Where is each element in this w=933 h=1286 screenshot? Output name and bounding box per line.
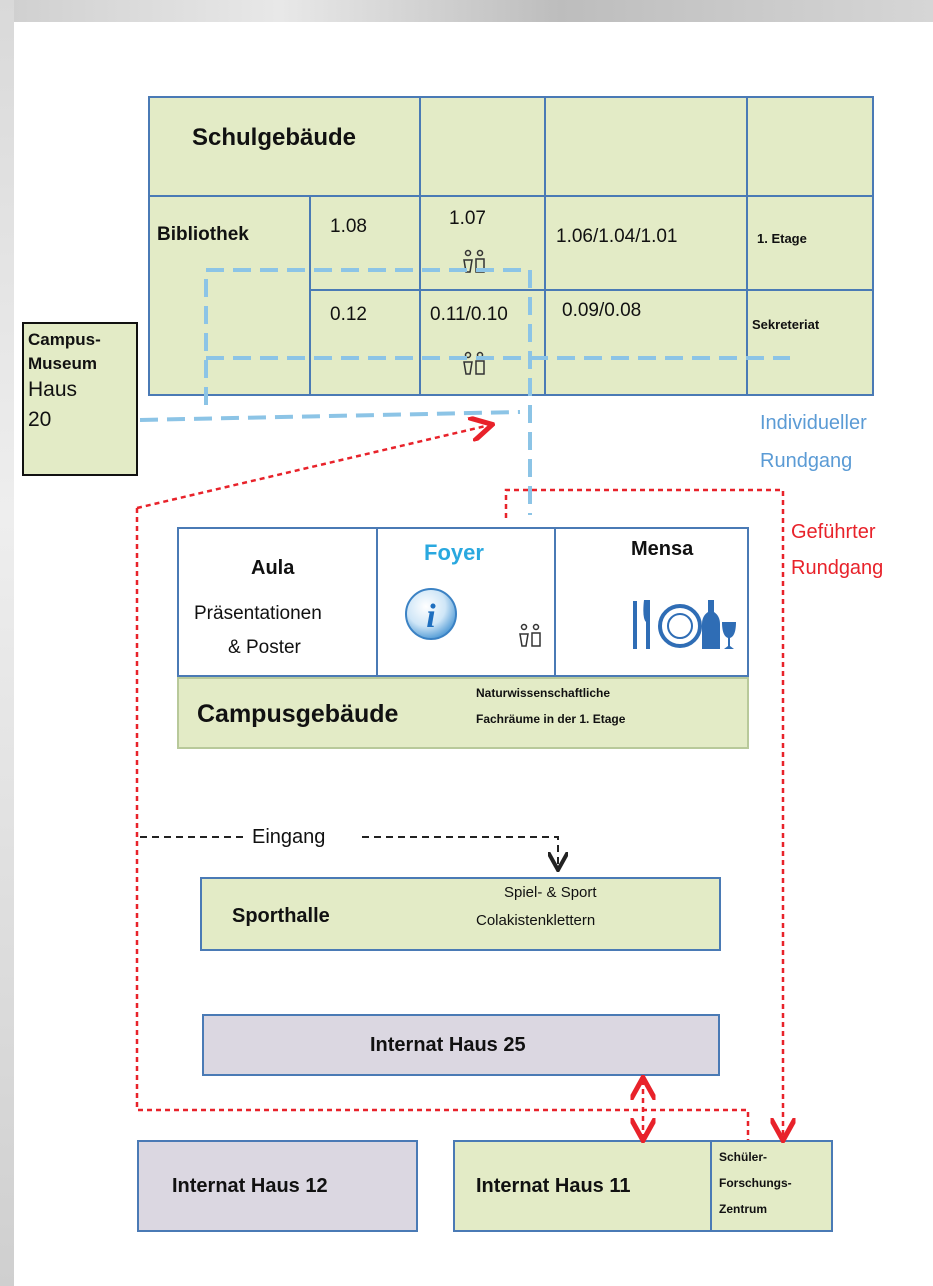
- campus-note2: Fachräume in der 1. Etage: [476, 712, 626, 726]
- sports-note2: Colakistenklettern: [476, 912, 596, 929]
- school-title: Schulgebäude: [192, 124, 357, 151]
- guided-route: [135, 425, 783, 1140]
- aula-sub1: Präsentationen: [194, 603, 322, 624]
- individual-route: [139, 268, 790, 515]
- entrance-label: Eingang: [252, 826, 326, 848]
- legend-guided-2: Rundgang: [791, 557, 884, 579]
- internat-haus-12: [137, 1140, 418, 1232]
- background-strip-top: [0, 0, 933, 22]
- internat-25-label: Internat Haus 25: [370, 1034, 526, 1056]
- room-1-07: 1.07: [449, 208, 486, 229]
- library-label: Bibliothek: [157, 224, 249, 245]
- aula-sub2: & Poster: [228, 637, 301, 658]
- room-1-08: 1.08: [330, 216, 367, 237]
- entrance-route: [140, 836, 558, 868]
- sports-hall-name: Sporthalle: [232, 905, 330, 927]
- room-1-06: 1.06/1.04/1.01: [556, 226, 678, 247]
- museum-line1: Campus-: [28, 330, 101, 349]
- background-strip-left: [0, 0, 14, 1286]
- legend-individual-2: Rundgang: [760, 450, 853, 472]
- internat-haus-11: [453, 1140, 833, 1232]
- school-building: [148, 96, 874, 396]
- sfz-line2: Forschungs-: [719, 1176, 792, 1190]
- campus-note1: Naturwissenschaftliche: [476, 686, 611, 700]
- internat-12-label: Internat Haus 12: [172, 1175, 328, 1197]
- legend-guided-1: Geführter: [791, 521, 876, 543]
- legend-individual-1: Individueller: [760, 412, 867, 434]
- museum-line4: 20: [28, 408, 52, 431]
- museum-line3: Haus: [28, 378, 78, 401]
- secretariat-label: Sekreteriat: [752, 317, 820, 332]
- room-0-09: 0.09/0.08: [562, 300, 642, 321]
- sports-note1: Spiel- & Sport: [504, 884, 597, 901]
- internat-11-label: Internat Haus 11: [476, 1175, 631, 1197]
- campus-building-band: [177, 677, 749, 749]
- campus-building: [177, 527, 749, 677]
- sfz-line3: Zentrum: [719, 1202, 767, 1216]
- floor1-label: 1. Etage: [757, 231, 807, 246]
- svg-text:i: i: [426, 598, 436, 635]
- room-0-12: 0.12: [330, 304, 367, 325]
- sports-hall: [200, 877, 721, 951]
- room-0-11: 0.11/0.10: [430, 304, 508, 325]
- campus-name: Campusgebäude: [197, 700, 399, 728]
- internat-haus-25: [202, 1014, 720, 1076]
- foyer-label: Foyer: [424, 540, 484, 565]
- campus-museum: [22, 322, 138, 476]
- aula-label: Aula: [251, 557, 295, 579]
- sfz-line1: Schüler-: [719, 1150, 768, 1164]
- mensa-label: Mensa: [631, 538, 694, 560]
- museum-line2: Museum: [28, 354, 97, 373]
